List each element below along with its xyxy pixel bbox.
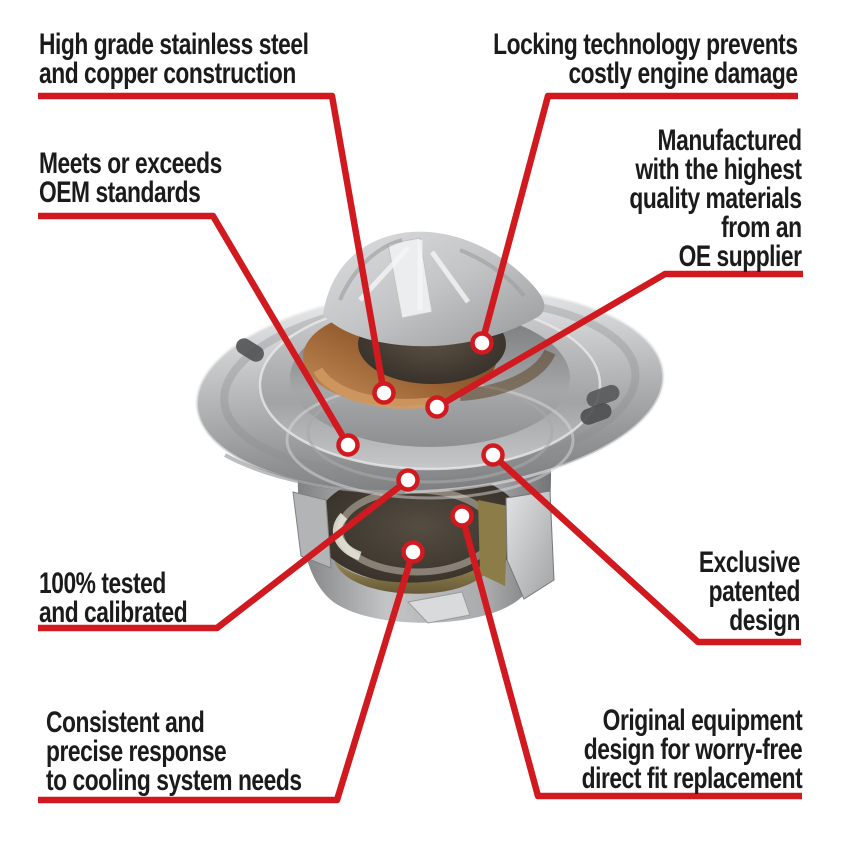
callout-oem-standards: Meets or exceeds OEM standards: [39, 147, 222, 209]
callout-text-line: precise response: [46, 735, 227, 768]
leader-oe-supplier: [435, 270, 803, 410]
callout-text-line: Manufactured: [657, 124, 802, 157]
callout-text-line: and copper construction: [39, 57, 296, 90]
callout-cooling-response: Consistent and precise response to cooli…: [46, 706, 302, 797]
leader-response: [38, 551, 417, 804]
callout-text-line: patented: [708, 575, 801, 608]
callout-text-line: Original equipment: [602, 704, 802, 737]
callout-tested-calibrated: 100% tested and calibrated: [39, 567, 188, 629]
callout-text-line: OE supplier: [679, 240, 802, 273]
flange-slot-right-upper: [586, 384, 620, 408]
flange-slot-right-lower: [580, 403, 612, 425]
callout-text-line: Consistent and: [46, 706, 205, 739]
callout-dots: [336, 331, 505, 564]
callout-text-line: 100% tested: [39, 567, 166, 600]
callout-text-line: direct fit replacement: [581, 762, 802, 795]
bronze-dark-arc: [459, 349, 556, 401]
callout-text-line: Exclusive: [698, 546, 801, 579]
callout-text-line: to cooling system needs: [46, 764, 302, 797]
callout-text-line: Meets or exceeds: [39, 147, 222, 180]
callout-direct-fit-replacement: Original equipment design for worry-free…: [581, 704, 803, 795]
callout-text-line: OEM standards: [39, 176, 201, 209]
dot-oe-supplier: [425, 395, 449, 419]
callout-text-line: quality materials: [629, 182, 803, 215]
dot-oem: [336, 433, 360, 457]
flange-slot-left: [236, 338, 264, 362]
leader-patented: [490, 452, 801, 646]
leader-oem: [38, 212, 351, 447]
callout-text-line: from an: [721, 211, 803, 244]
leader-tested: [38, 477, 410, 632]
leader-locking: [478, 92, 798, 344]
brass-tab: [478, 500, 508, 586]
leader-high-grade: [38, 92, 388, 394]
product-photo-thermostat: [194, 231, 666, 624]
dot-response: [401, 540, 425, 564]
dot-high-grade: [372, 381, 396, 405]
callout-text-line: and calibrated: [39, 596, 188, 629]
dot-direct-fit: [450, 504, 474, 528]
callout-text-line: High grade stainless steel: [39, 28, 309, 61]
leader-lines: [38, 92, 803, 804]
callout-text-line: design: [729, 604, 800, 637]
callout-text-line: with the highest: [635, 153, 803, 186]
copper-highlight: [313, 367, 434, 409]
callout-text-line: design for worry-free: [583, 733, 803, 766]
callout-oe-supplier-materials: Manufactured with the highest quality ma…: [629, 124, 803, 273]
dot-tested: [396, 468, 420, 492]
callout-patented-design: Exclusive patented design: [698, 546, 801, 637]
leader-direct-fit: [458, 515, 802, 800]
callout-text-line: costly engine damage: [568, 57, 799, 90]
callout-locking-technology: Locking technology prevents costly engin…: [493, 28, 799, 90]
right-clip: [505, 490, 555, 600]
callout-text-line: Locking technology prevents: [493, 28, 799, 61]
flange-under-shadow: [224, 453, 406, 495]
seat-highlight: [332, 512, 362, 561]
brass-valve-plate: [334, 554, 494, 594]
bottom-clip-tip: [407, 591, 471, 624]
callout-high-grade-construction: High grade stainless steel and copper co…: [39, 28, 309, 90]
dot-patented: [481, 443, 505, 467]
dot-locking: [470, 331, 494, 355]
